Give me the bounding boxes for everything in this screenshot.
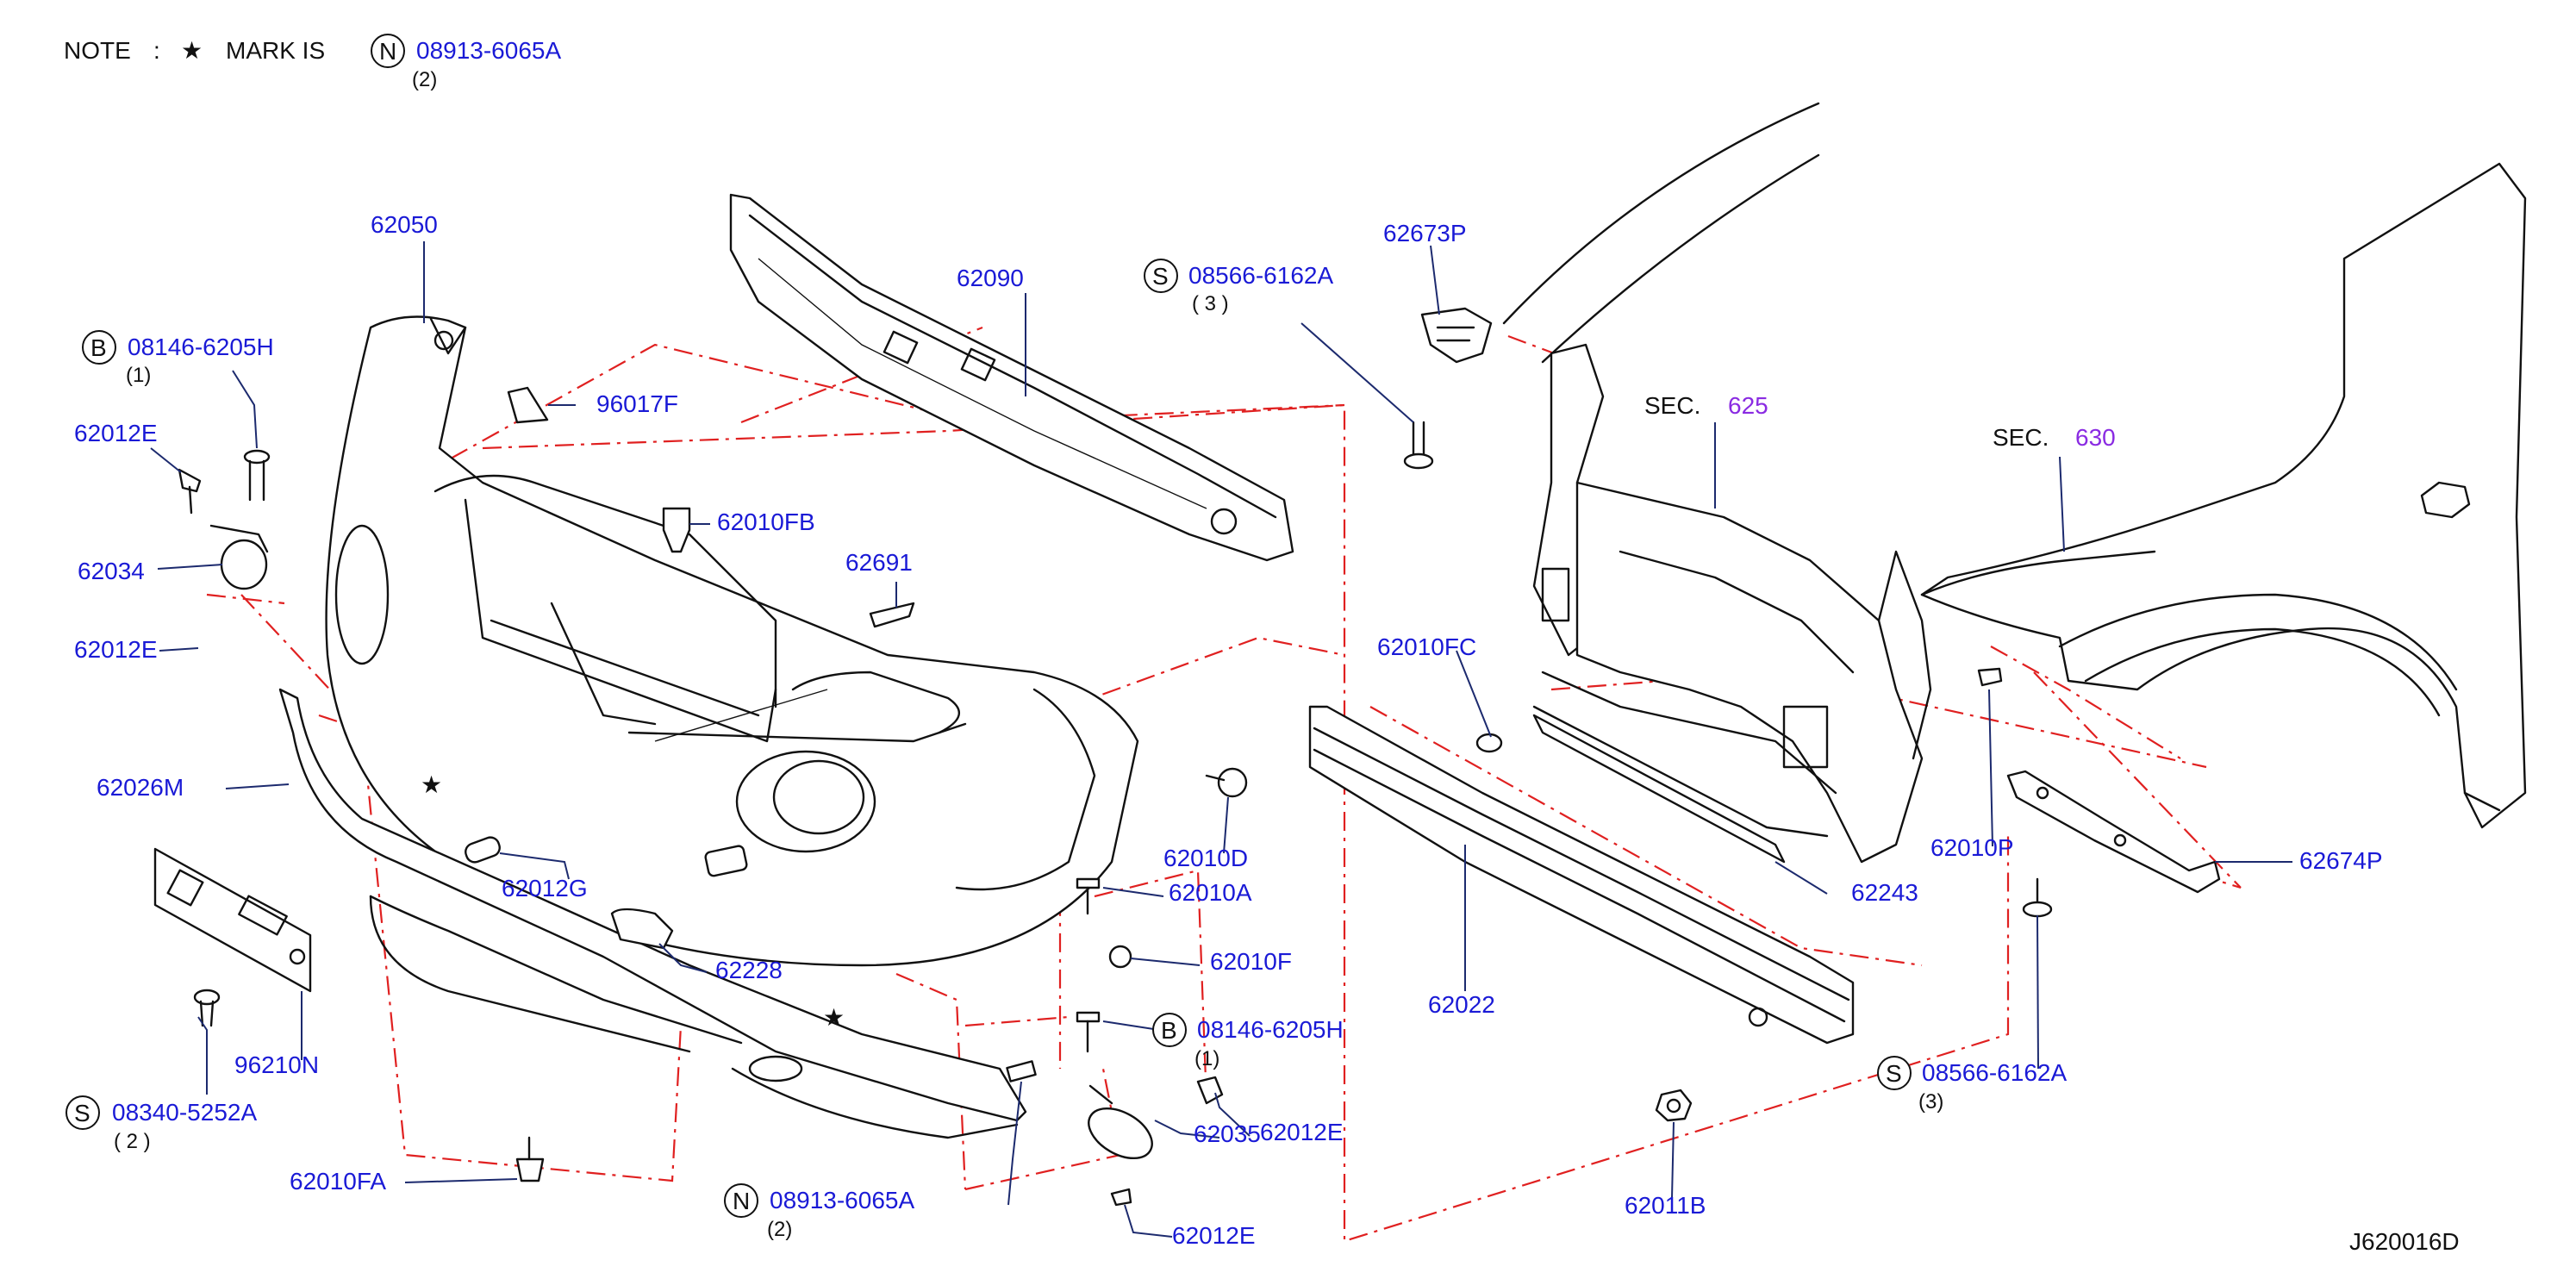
star-mark-lower: ★	[823, 1004, 845, 1031]
label-62012E-d: 62012E	[1172, 1222, 1256, 1249]
callout-s-left: S 08340-5252A ( 2 )	[65, 1095, 257, 1153]
side-bumper-bracket	[2006, 770, 2221, 918]
label-62012E-b: 62012E	[74, 636, 158, 663]
label-96017F: 96017F	[596, 390, 678, 417]
callout-b-bottom-part: 08146-6205H	[1197, 1016, 1344, 1043]
label-62010FB: 62010FB	[717, 508, 815, 535]
callout-s-right-part: 08566-6162A	[1922, 1059, 2067, 1086]
section-ref-630: SEC. 630	[1993, 424, 2116, 451]
label-96210N: 96210N	[234, 1051, 319, 1078]
note-qty: (2)	[412, 68, 437, 91]
radiator-core-support	[1502, 102, 1932, 864]
callout-n-bottom-part: 08913-6065A	[770, 1187, 914, 1213]
label-62012G: 62012G	[502, 875, 588, 902]
callout-n-bottom-circle	[724, 1183, 758, 1218]
callout-s-right: S 08566-6162A (3)	[1877, 1056, 2067, 1114]
callout-n-bottom-symbol: N	[733, 1188, 750, 1214]
energy-absorber	[729, 193, 1294, 562]
front-bumper-fascia	[325, 315, 1139, 967]
nut-62011b	[1655, 1089, 1693, 1122]
label-62035: 62035	[1194, 1120, 1261, 1147]
upper-bumper-bracket	[1403, 307, 1493, 470]
callout-b-bottom-symbol: B	[1161, 1017, 1177, 1044]
callout-b-top-part: 08146-6205H	[128, 334, 274, 360]
note-header: NOTE : ★ MARK IS N 08913-6065A (2)	[64, 34, 561, 91]
callout-b-top: B 08146-6205H (1)	[82, 330, 274, 387]
callout-s-right-qty: (3)	[1918, 1090, 1943, 1114]
label-62012E-a: 62012E	[74, 420, 158, 446]
callout-s-left-part: 08340-5252A	[112, 1099, 257, 1126]
callout-b-bottom: B 08146-6205H (1)	[1152, 1013, 1344, 1070]
label-62050: 62050	[371, 211, 438, 238]
label-62228: 62228	[715, 957, 783, 983]
sec625-prefix: SEC.	[1644, 392, 1700, 419]
label-62026M: 62026M	[97, 774, 184, 801]
note-n-circle	[371, 34, 405, 68]
label-62691: 62691	[845, 549, 913, 576]
callout-s-top-qty: ( 3 )	[1192, 292, 1229, 315]
callout-s-top: S 08566-6162A ( 3 )	[1144, 259, 1333, 315]
leader-lines	[150, 241, 2292, 1238]
callout-n-bottom-qty: (2)	[767, 1218, 792, 1241]
note-mark-is: MARK IS	[226, 37, 325, 64]
label-62010D: 62010D	[1163, 845, 1248, 871]
label-62011B: 62011B	[1625, 1192, 1706, 1219]
label-62243: 62243	[1851, 879, 1918, 906]
label-62034: 62034	[78, 558, 145, 584]
note-prefix: NOTE	[64, 37, 131, 64]
callout-b-bottom-circle	[1152, 1013, 1187, 1047]
callout-s-right-circle	[1877, 1056, 1912, 1090]
label-62022: 62022	[1428, 991, 1495, 1018]
diagram-id: J620016D	[2349, 1228, 2460, 1255]
fasteners	[178, 386, 1248, 1207]
label-62674P: 62674P	[2299, 847, 2383, 874]
label-62012E-c: 62012E	[1260, 1119, 1344, 1145]
sec625-number: 625	[1728, 392, 1768, 419]
callout-s-left-circle	[65, 1095, 100, 1130]
bumper-reinforcement	[1308, 705, 1855, 1045]
note-star: ★	[181, 37, 203, 64]
clip-62010p	[1977, 667, 2003, 687]
callout-s-top-circle	[1144, 259, 1178, 293]
callout-s-left-qty: ( 2 )	[114, 1130, 151, 1153]
star-mark-upper: ★	[421, 771, 442, 798]
callout-n-bottom: N 08913-6065A (2)	[724, 1183, 914, 1241]
note-symbol: N	[379, 38, 396, 65]
label-62090: 62090	[957, 265, 1024, 291]
section-ref-625: SEC. 625	[1644, 392, 1768, 419]
clip-62010fc	[1475, 733, 1503, 753]
callout-s-top-symbol: S	[1152, 263, 1169, 290]
callout-s-top-part: 08566-6162A	[1188, 262, 1333, 289]
note-colon: :	[153, 37, 160, 64]
callout-b-top-circle	[82, 330, 116, 365]
label-62010F: 62010F	[1210, 948, 1292, 975]
lower-rail-62243	[1532, 714, 1786, 864]
callout-b-top-symbol: B	[90, 334, 107, 361]
part-labels: 62050 62090 96017F 62010FB 62691 62012E …	[74, 211, 2383, 1249]
label-62010FC: 62010FC	[1377, 633, 1476, 660]
callout-b-top-qty: (1)	[126, 364, 151, 387]
label-62010A: 62010A	[1169, 879, 1252, 906]
callout-b-bottom-qty: (1)	[1194, 1047, 1219, 1070]
note-part: 08913-6065A	[416, 37, 561, 64]
label-62010P: 62010P	[1930, 834, 2014, 861]
sec630-prefix: SEC.	[1993, 424, 2049, 451]
front-fender	[1920, 162, 2527, 829]
label-62673P: 62673P	[1383, 220, 1467, 246]
license-plate-bracket	[153, 847, 312, 993]
callout-s-right-symbol: S	[1886, 1060, 1902, 1087]
callout-s-left-symbol: S	[74, 1100, 90, 1126]
label-62010FA: 62010FA	[290, 1168, 386, 1195]
sec630-number: 630	[2075, 424, 2116, 451]
